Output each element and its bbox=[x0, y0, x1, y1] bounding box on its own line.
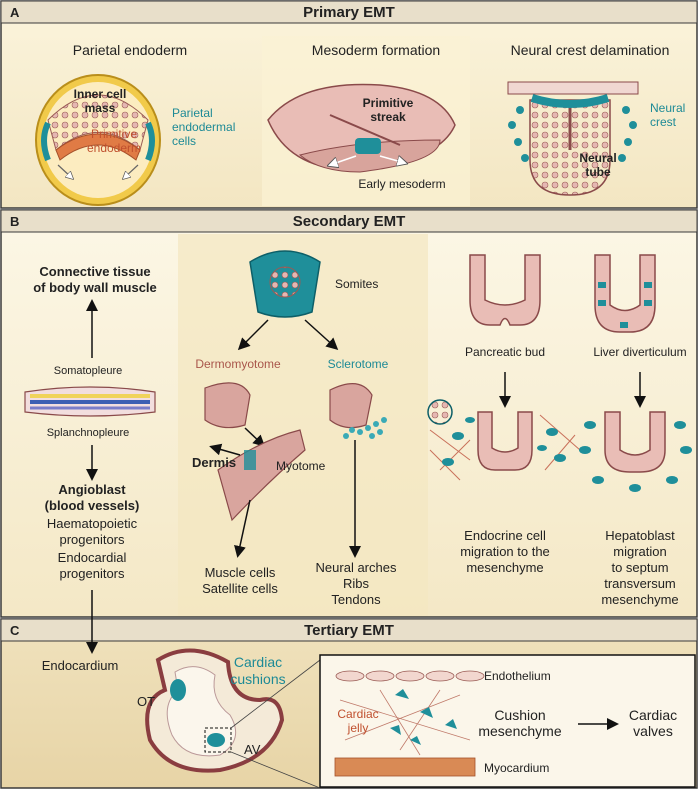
liver-diverticulum-label: Liver diverticulum bbox=[593, 345, 686, 359]
cardiac-jelly-label-2: jelly bbox=[347, 721, 369, 735]
endocardial-label: Endocardial bbox=[58, 550, 127, 565]
primitive-endoderm-label: Primitive bbox=[91, 127, 137, 141]
endocrine-label-2: migration to the bbox=[460, 544, 550, 559]
mesoderm-formation-diagram: Mesoderm formation Primitive streak Earl… bbox=[262, 36, 470, 206]
tendons-label: Tendons bbox=[331, 592, 381, 607]
cardiac-cushions-label-2: cushions bbox=[230, 671, 285, 687]
connective-tissue-label: Connective tissue bbox=[39, 264, 150, 279]
cardiac-jelly-label: Cardiac bbox=[337, 707, 378, 721]
myocardium-label: Myocardium bbox=[484, 761, 549, 775]
hepatoblast-label-4: transversum bbox=[604, 576, 676, 591]
neural-crest-label-2: crest bbox=[650, 115, 677, 129]
cardiac-valves-label-2: valves bbox=[633, 723, 673, 739]
dermomyotome-label: Dermomyotome bbox=[195, 357, 281, 371]
parietal-cells-label-3: cells bbox=[172, 134, 196, 148]
splanchnopleure-label: Splanchnopleure bbox=[47, 427, 130, 439]
hepatoblast-label: Hepatoblast bbox=[605, 528, 675, 543]
cardiac-cushions-label: Cardiac bbox=[234, 654, 282, 670]
parietal-cells-label-2: endodermal bbox=[172, 120, 235, 134]
av-label: AV bbox=[244, 742, 261, 757]
hepatoblast-label-2: migration bbox=[613, 544, 666, 559]
pancreatic-bud-label: Pancreatic bud bbox=[465, 345, 545, 359]
neural-crest-heading: Neural crest delamination bbox=[511, 42, 670, 58]
primitive-streak-label: Primitive bbox=[363, 96, 414, 110]
ot-label: OT bbox=[137, 694, 155, 709]
haematopoietic-label: Haematopoietic bbox=[47, 516, 138, 531]
panel-a-letter: A bbox=[10, 5, 20, 20]
angioblast-label-2: (blood vessels) bbox=[45, 498, 140, 513]
endocrine-label-3: mesenchyme bbox=[466, 560, 543, 575]
endothelium-label: Endothelium bbox=[484, 669, 551, 683]
inner-cell-mass-label: Inner cell bbox=[74, 87, 127, 101]
sclerotome-label: Sclerotome bbox=[328, 357, 389, 371]
somatopleure-label: Somatopleure bbox=[54, 365, 123, 377]
panel-b-title: Secondary EMT bbox=[293, 213, 406, 230]
ribs-label: Ribs bbox=[343, 576, 370, 591]
haematopoietic-label-2: progenitors bbox=[59, 532, 125, 547]
primitive-streak-label-2: streak bbox=[370, 110, 406, 124]
somites-label: Somites bbox=[335, 277, 378, 291]
primitive-endoderm-label-2: endoderm bbox=[87, 141, 141, 155]
inner-cell-mass-label-2: mass bbox=[85, 101, 116, 115]
muscle-cells-label: Muscle cells bbox=[205, 565, 276, 580]
neural-tube-label-2: tube bbox=[585, 165, 611, 179]
cushion-mesenchyme-label: Cushion bbox=[494, 707, 545, 723]
panel-b-letter: B bbox=[10, 214, 19, 229]
satellite-cells-label: Satellite cells bbox=[202, 581, 278, 596]
endocardium-label: Endocardium bbox=[42, 658, 119, 673]
panel-a: A Primary EMT Parietal endoderm Inner ce… bbox=[1, 1, 697, 208]
hepatoblast-label-3: to septum bbox=[611, 560, 668, 575]
mesoderm-formation-heading: Mesoderm formation bbox=[312, 42, 440, 58]
parietal-cells-label: Parietal bbox=[172, 106, 213, 120]
panel-c: C Tertiary EMT Endocardium OT AV Cardiac… bbox=[1, 590, 697, 788]
cushion-inset: Endothelium Cardiac jelly Cushion mesenc… bbox=[320, 655, 695, 787]
panel-a-title: Primary EMT bbox=[303, 4, 395, 21]
panel-b: B Secondary EMT Connective tissue of bod… bbox=[1, 210, 697, 617]
hepatoblast-label-5: mesenchyme bbox=[601, 592, 678, 607]
panel-c-title: Tertiary EMT bbox=[304, 622, 394, 639]
endocrine-label: Endocrine cell bbox=[464, 528, 546, 543]
angioblast-label: Angioblast bbox=[58, 482, 126, 497]
neural-crest-label: Neural bbox=[650, 101, 685, 115]
neural-tube-label: Neural bbox=[579, 151, 616, 165]
dermis-label: Dermis bbox=[192, 455, 236, 470]
myotome-label: Myotome bbox=[276, 459, 326, 473]
cushion-mesenchyme-label-2: mesenchyme bbox=[478, 723, 561, 739]
parietal-endoderm-heading: Parietal endoderm bbox=[73, 42, 187, 58]
cardiac-valves-label: Cardiac bbox=[629, 707, 677, 723]
connective-tissue-label-2: of body wall muscle bbox=[33, 280, 157, 295]
neural-arches-label: Neural arches bbox=[316, 560, 397, 575]
panel-c-letter: C bbox=[10, 623, 20, 638]
early-mesoderm-label: Early mesoderm bbox=[358, 177, 445, 191]
endocardial-label-2: progenitors bbox=[59, 566, 125, 581]
